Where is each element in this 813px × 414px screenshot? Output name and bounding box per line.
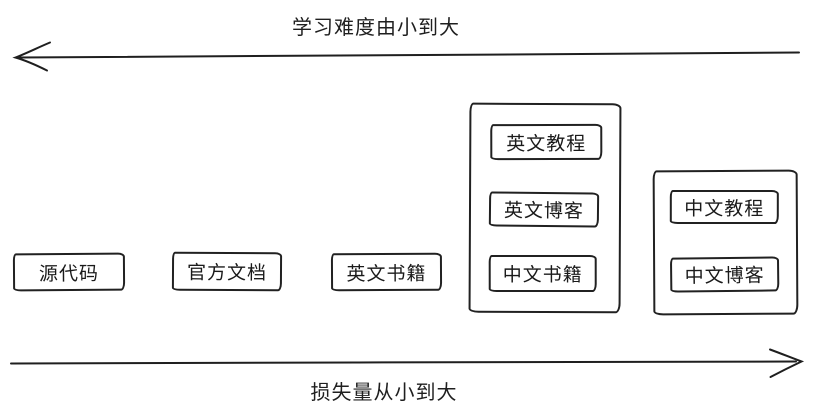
group-chinese-tutorials-blogs: 中文教程 中文博客 — [652, 169, 799, 316]
left-arrow — [12, 41, 800, 72]
node-english-blogs: 英文博客 — [488, 191, 600, 228]
group-english-tutorials-blogs-cn-books: 英文教程 英文博客 中文书籍 — [468, 102, 622, 314]
node-chinese-tutorials: 中文教程 — [669, 189, 779, 225]
node-official-docs: 官方文档 — [171, 251, 283, 292]
left-arrowhead-icon — [12, 41, 51, 72]
bottom-axis-label: 损失量从小到大 — [310, 380, 458, 404]
node-chinese-books: 中文书籍 — [488, 254, 597, 293]
right-arrow — [10, 348, 805, 378]
node-chinese-blogs: 中文博客 — [669, 256, 780, 293]
node-english-tutorials: 英文教程 — [490, 123, 603, 161]
left-arrow-shaft — [16, 51, 800, 59]
node-source-code: 源代码 — [12, 252, 126, 292]
top-axis-label: 学习难度由小到大 — [292, 15, 460, 39]
right-arrowhead-icon — [769, 348, 805, 378]
right-arrow-shaft — [10, 360, 797, 365]
node-english-books: 英文书籍 — [330, 252, 443, 292]
